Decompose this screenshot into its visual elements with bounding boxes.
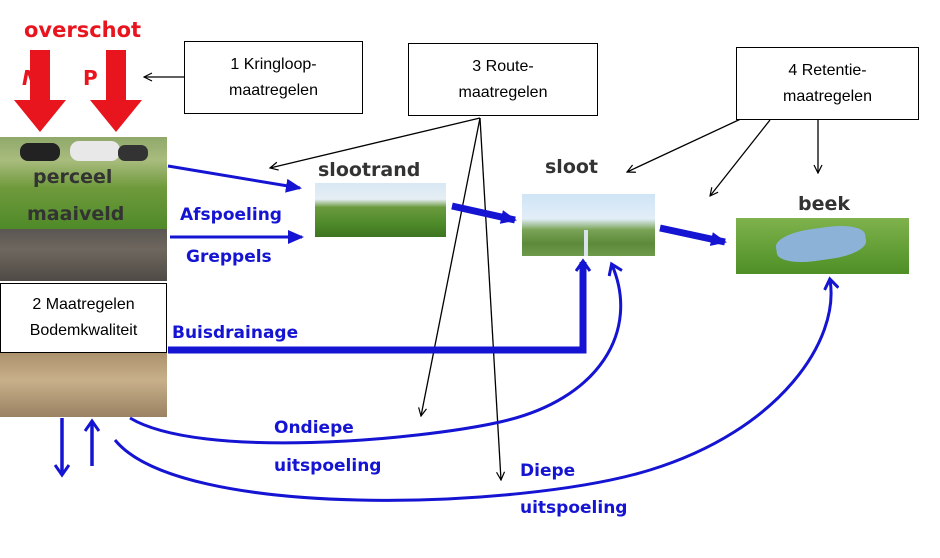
label-slootrand: slootrand (318, 159, 421, 181)
label-greppels: Greppels (186, 247, 272, 267)
arrow-slootrand-to-sloot (451, 202, 517, 224)
label-buisdrainage: Buisdrainage (172, 323, 299, 343)
ditch-line (584, 230, 588, 256)
arrow-ondiepe-uitspoeling (129, 265, 621, 445)
overschot-title: overschot (24, 18, 142, 42)
arrow-diepe-uitspoeling (113, 280, 831, 502)
box-kringloop: 1 Kringloop- maatregelen (184, 41, 363, 114)
arrow-retentie-to-beek-left (710, 119, 771, 196)
arrow-route-to-ondiepe (421, 117, 481, 416)
label-ondiepe-uitspoeling: uitspoeling (274, 456, 382, 476)
p-label: P (83, 66, 98, 90)
field-photo (0, 137, 167, 229)
soil-photo-top (0, 229, 167, 281)
box-bodem-line2: Bodemkwaliteit (29, 322, 138, 339)
arrow-afspoeling (167, 164, 302, 193)
label-diepe: Diepe (520, 461, 576, 481)
n-label: N (22, 66, 39, 90)
beek-photo (736, 218, 909, 274)
box-bodemkwaliteit: 2 Maatregelen Bodemkwaliteit (0, 283, 167, 353)
box-route-line2: maatregelen (458, 83, 548, 101)
cow-shape (118, 145, 148, 161)
label-ondiepe: Ondiepe (274, 418, 354, 438)
box-retentie: 4 Retentie- maatregelen (736, 47, 919, 120)
box-retentie-line1: 4 Retentie- (788, 61, 867, 79)
label-beek: beek (798, 193, 851, 215)
soil-photo-bottom (0, 350, 167, 417)
red-arrow-n (14, 50, 66, 132)
label-diepe-uitspoeling: uitspoeling (520, 498, 628, 518)
box-route-line1: 3 Route- (472, 57, 534, 75)
label-perceel: perceel (33, 166, 113, 188)
arrow-sloot-to-beek (659, 224, 727, 246)
cow-shape (20, 143, 60, 161)
box-retentie-line2: maatregelen (783, 87, 872, 105)
box-kringloop-line2: maatregelen (229, 81, 318, 99)
arrow-route-to-slootrand (270, 117, 481, 168)
box-kringloop-line1: 1 Kringloop- (230, 55, 317, 73)
cow-shape (70, 141, 120, 161)
slootrand-photo (315, 183, 446, 237)
box-bodem-line1: 2 Maatregelen (32, 296, 135, 313)
red-arrow-p (90, 50, 142, 132)
sloot-photo (522, 194, 655, 256)
arrow-buisdrainage (168, 262, 583, 354)
label-maaiveld: maaiveld (27, 203, 125, 225)
arrow-retentie-to-sloot (627, 116, 746, 172)
arrow-route-to-diepe (479, 117, 501, 480)
box-route: 3 Route- maatregelen (408, 43, 598, 116)
label-sloot: sloot (545, 156, 599, 178)
label-afspoeling: Afspoeling (180, 205, 282, 225)
